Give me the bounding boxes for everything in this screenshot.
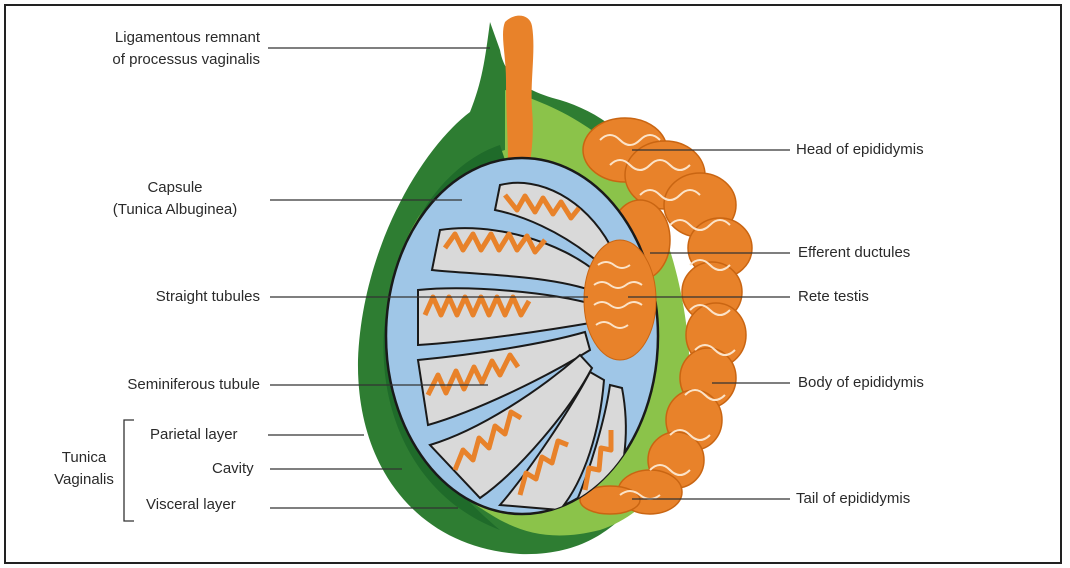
label-ligament-line1: Ligamentous remnant [40,28,260,48]
ligament-remnant [503,16,533,162]
label-tunica-line2: Vaginalis [44,470,124,490]
label-body-of-epididymis: Body of epididymis [798,373,924,393]
label-rete-testis: Rete testis [798,287,869,307]
label-ligament-line2: of processus vaginalis [40,50,260,70]
label-tail-of-epididymis: Tail of epididymis [796,489,910,509]
label-visceral-layer: Visceral layer [146,495,236,515]
label-head-of-epididymis: Head of epididymis [796,140,924,160]
label-straight-tubules: Straight tubules [60,287,260,307]
label-capsule-line1: Capsule [90,178,260,198]
label-seminiferous-tubule: Seminiferous tubule [40,375,260,395]
label-capsule-line2: (Tunica Albuginea) [90,200,260,220]
label-efferent-ductules: Efferent ductules [798,243,910,263]
rete-testis [584,240,656,360]
label-cavity: Cavity [212,459,254,479]
label-parietal-layer: Parietal layer [150,425,238,445]
label-tunica-line1: Tunica [44,448,124,468]
